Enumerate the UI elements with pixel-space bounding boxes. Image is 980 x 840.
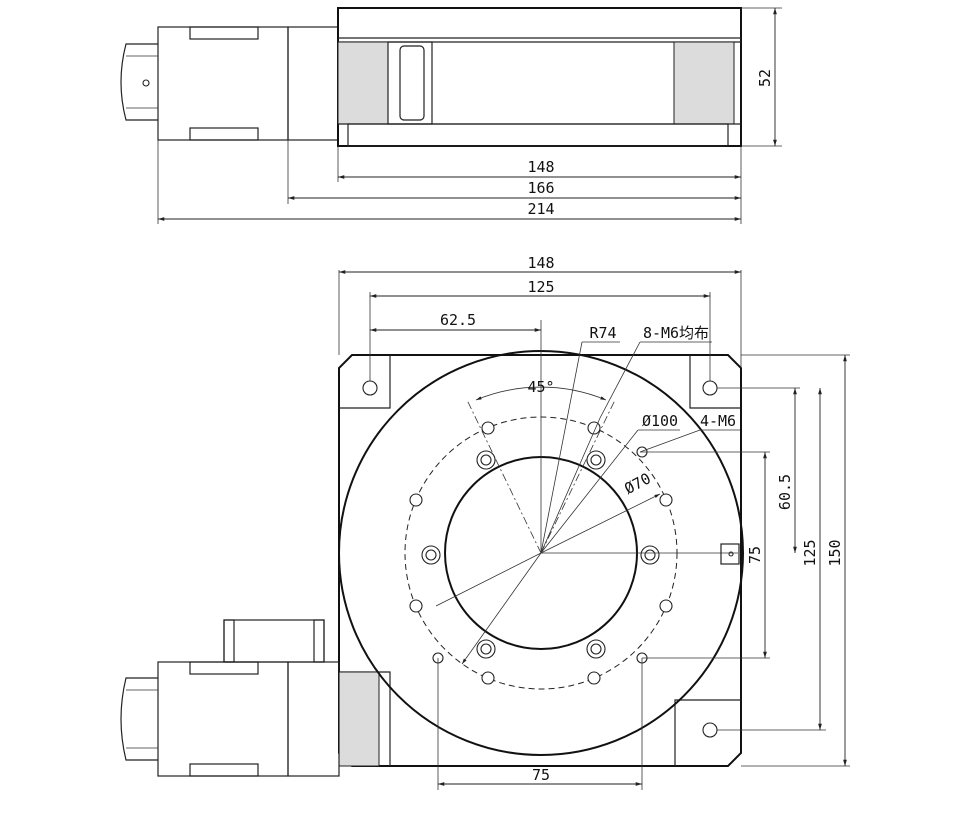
top-view: 52 148 166 214 — [120, 7, 782, 224]
dim-bottom-75: 75 — [532, 766, 550, 784]
dim-v-60-5: 60.5 — [776, 474, 794, 510]
dim-dia-100: Ø100 — [642, 412, 678, 430]
motor-body-top — [157, 26, 289, 141]
corner-hole — [702, 380, 718, 396]
dim-radius-r74: R74 — [589, 324, 616, 342]
dim-width-125: 125 — [527, 278, 554, 296]
motor-body-front — [157, 661, 289, 777]
label-4-m6: 4-M6 — [700, 412, 736, 430]
label-8-m6: 8-M6均布 — [643, 324, 709, 342]
dim-v-75: 75 — [746, 546, 764, 564]
base-plate — [338, 354, 742, 767]
dim-angle-45: 45° — [527, 378, 554, 396]
coupling-housing-front — [287, 661, 340, 777]
counterbore-holes — [421, 446, 660, 664]
dim-width-148: 148 — [527, 254, 554, 272]
dim-length-214: 214 — [527, 200, 554, 218]
front-view: 148 125 62.5 R74 8-M6均布 45° Ø100 4-M6 Ø7… — [120, 254, 850, 790]
corner-hole — [362, 380, 378, 396]
motor-shaft-dot — [142, 79, 150, 87]
motor-cap-front — [120, 677, 158, 761]
dim-v-150: 150 — [826, 539, 844, 566]
dim-height-52: 52 — [756, 69, 774, 87]
motor-encoder-block — [223, 619, 325, 663]
dim-dia-70: Ø70 — [621, 469, 653, 498]
dim-offset-62-5: 62.5 — [440, 311, 476, 329]
dim-width-148-top: 148 — [527, 158, 554, 176]
bolt-circle-holes — [409, 421, 673, 685]
dim-width-166: 166 — [527, 179, 554, 197]
corner-hole — [702, 722, 718, 738]
motor-cap-top — [120, 43, 158, 121]
dim-v-125: 125 — [801, 539, 819, 566]
coupling-housing-top — [287, 26, 339, 141]
